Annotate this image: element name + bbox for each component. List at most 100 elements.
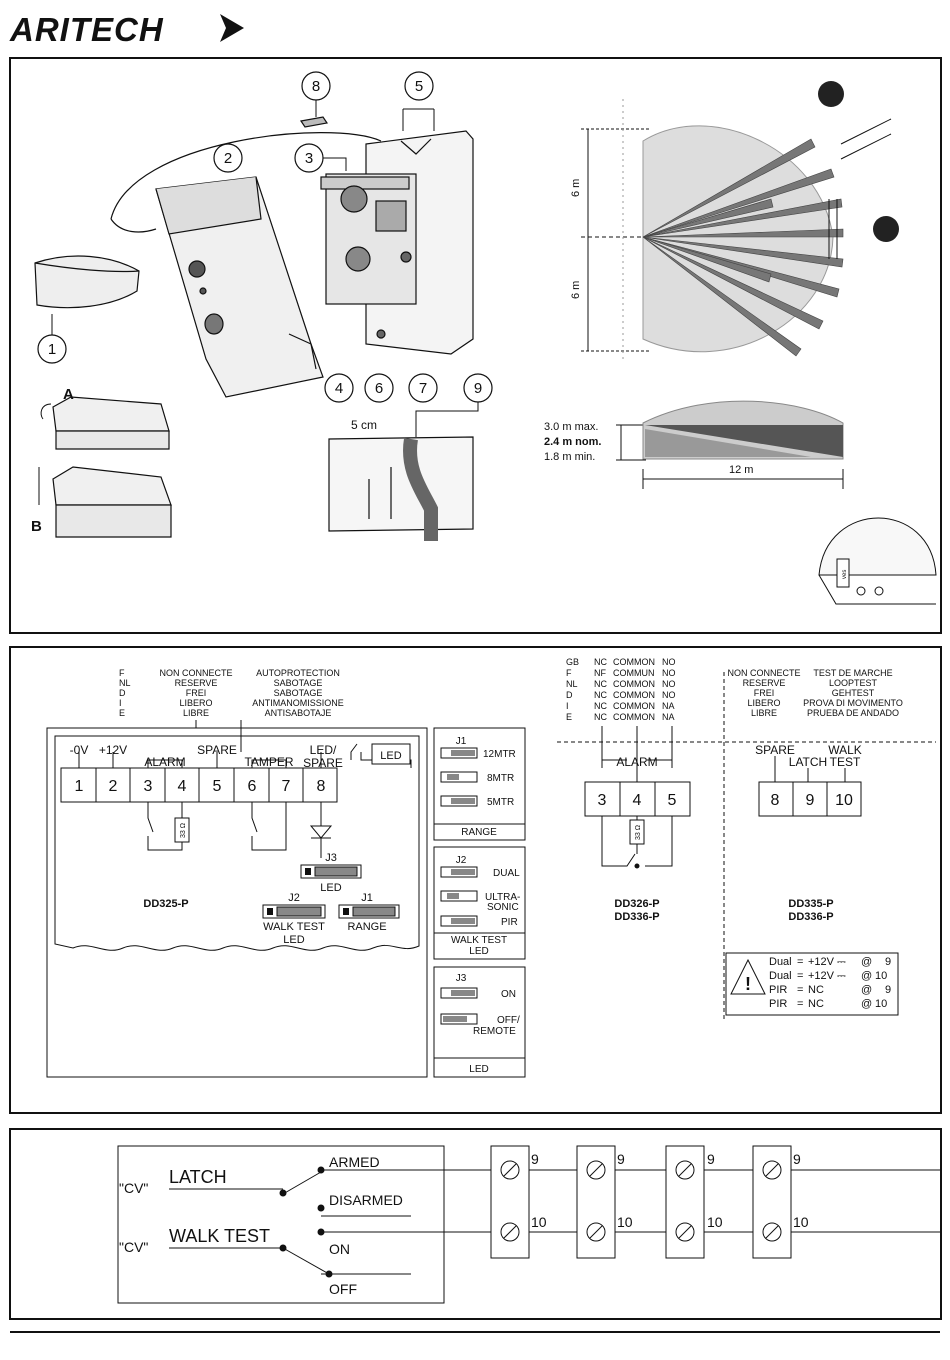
terminal-2: 2 <box>109 778 118 795</box>
dd325-resistor: 33 Ω <box>180 823 187 838</box>
svg-text:NC: NC <box>808 984 824 996</box>
svg-text:12MTR: 12MTR <box>483 749 516 760</box>
callout-2: 2 <box>213 143 243 173</box>
inset-label: ves <box>842 570 848 579</box>
svg-text:GEHTEST: GEHTEST <box>832 688 875 698</box>
svg-text:LIBERO: LIBERO <box>747 698 780 708</box>
range-label: 12 m <box>729 464 753 476</box>
svg-text:NON CONNECTE: NON CONNECTE <box>159 668 232 678</box>
svg-text:J1: J1 <box>361 892 373 904</box>
svg-text:@: @ <box>861 998 872 1010</box>
svg-text:NC: NC <box>594 712 607 722</box>
svg-text:FREI: FREI <box>754 688 775 698</box>
svg-text:COMMON: COMMON <box>613 690 655 700</box>
svg-text:10: 10 <box>617 1214 633 1230</box>
terminal-strip-4: 9 10 <box>752 1145 809 1259</box>
dd325-j1-jumper: J1 RANGE <box>338 892 400 933</box>
svg-text:NO: NO <box>662 690 676 700</box>
svg-text:TAMPER: TAMPER <box>244 755 293 769</box>
front-cover-illustration <box>34 255 140 309</box>
svg-text:6: 6 <box>375 380 383 397</box>
walk-test-led-jumper-box: J2 DUAL ULTRA- SONIC PIR WALK TEST LED <box>433 846 526 960</box>
svg-text:PIR: PIR <box>769 984 787 996</box>
svg-text:DD335-P: DD335-P <box>788 898 833 910</box>
svg-text:NL: NL <box>566 679 578 689</box>
svg-text:+12V: +12V <box>99 743 127 757</box>
mount-min-label: 1.8 m min. <box>544 451 595 463</box>
svg-text:ALARM: ALARM <box>144 755 185 769</box>
svg-text:REMOTE: REMOTE <box>473 1026 516 1037</box>
svg-text:RESERVE: RESERVE <box>743 678 786 688</box>
svg-text:LED: LED <box>380 750 401 762</box>
aritech-logo: ARITECH <box>9 11 244 48</box>
callout-9: 9 <box>415 373 493 437</box>
svg-text:RANGE: RANGE <box>461 827 497 838</box>
dd325-j3-jumper: J3 LED <box>300 852 362 894</box>
walker-2-icon <box>873 216 899 242</box>
callout-7: 7 <box>408 373 438 403</box>
cv-label-2: "CV" <box>119 1239 148 1255</box>
led-jumper-box: J3 ON OFF/ REMOTE LED <box>433 966 526 1078</box>
svg-text:LIBRE: LIBRE <box>183 708 209 718</box>
armed-label: ARMED <box>329 1154 380 1170</box>
svg-text:@: @ <box>861 984 872 996</box>
callout-6: 6 <box>364 373 394 403</box>
svg-text:NA: NA <box>662 712 675 722</box>
svg-text:SABOTAGE: SABOTAGE <box>274 688 323 698</box>
svg-text:ANTIMANOMISSIONE: ANTIMANOMISSIONE <box>252 698 344 708</box>
terminal-4: 4 <box>178 778 187 795</box>
svg-text:Dual: Dual <box>769 956 792 968</box>
svg-text:=: = <box>797 984 803 996</box>
svg-text:@: @ <box>861 970 872 982</box>
svg-text:LED: LED <box>283 934 304 946</box>
coverage-side-view <box>616 400 844 489</box>
svg-text:F: F <box>119 668 125 678</box>
disarmed-label: DISARMED <box>329 1192 403 1208</box>
svg-text:D: D <box>566 690 573 700</box>
svg-text:COMMON: COMMON <box>613 679 655 689</box>
on-label: ON <box>329 1241 350 1257</box>
svg-text:LED/: LED/ <box>310 743 337 757</box>
svg-text:2: 2 <box>224 150 232 167</box>
svg-text:OFF/: OFF/ <box>497 1015 520 1026</box>
svg-text:TEST DE MARCHE: TEST DE MARCHE <box>813 668 892 678</box>
svg-text:J2: J2 <box>456 855 467 866</box>
inset-detail-illustration <box>818 517 937 605</box>
svg-text:-0V: -0V <box>70 743 89 757</box>
cable-entry-illustration <box>328 436 474 541</box>
warning-icon <box>730 958 766 995</box>
off-label: OFF <box>329 1281 357 1297</box>
dd325-language-table: F NL D I E NON CONNECTE RESERVE FREI LIB… <box>119 668 344 718</box>
svg-text:9: 9 <box>793 1151 801 1167</box>
range-jumper-box: J1 12MTR 8MTR 5MTR RANGE <box>433 727 526 841</box>
svg-text:NO: NO <box>662 657 676 667</box>
svg-text:9: 9 <box>474 380 482 397</box>
mount-max-label: 3.0 m max. <box>544 421 598 433</box>
cable-length-label: 5 cm <box>351 418 377 432</box>
svg-text:FREI: FREI <box>186 688 207 698</box>
callout-8: 8 <box>301 71 331 117</box>
svg-text:E: E <box>566 712 572 722</box>
dd325-model: DD325-P <box>143 898 188 910</box>
svg-text:9: 9 <box>885 984 891 996</box>
svg-text:10: 10 <box>835 792 853 809</box>
terminal-8: 8 <box>317 778 326 795</box>
svg-text:ALARM: ALARM <box>616 755 657 769</box>
svg-text:NC: NC <box>594 679 607 689</box>
svg-text:9: 9 <box>617 1151 625 1167</box>
svg-text:@: @ <box>861 956 872 968</box>
svg-text:NC: NC <box>808 998 824 1010</box>
svg-text:NF: NF <box>594 668 606 678</box>
svg-text:COMMON: COMMON <box>613 701 655 711</box>
svg-text:TEST: TEST <box>830 755 861 769</box>
svg-text:DD336-P: DD336-P <box>614 911 659 923</box>
terminal-3: 3 <box>144 778 153 795</box>
dd326-resistor: 33 Ω <box>635 825 642 840</box>
callout-3: 3 <box>294 143 347 173</box>
terminal-5: 5 <box>213 778 222 795</box>
svg-text:9: 9 <box>806 792 815 809</box>
svg-text:9: 9 <box>885 956 891 968</box>
svg-text:!: ! <box>745 974 751 994</box>
control-wiring-diagram: "CV" LATCH ARMED DISARMED "CV" WALK TEST… <box>117 1145 950 1304</box>
svg-text:9: 9 <box>707 1151 715 1167</box>
